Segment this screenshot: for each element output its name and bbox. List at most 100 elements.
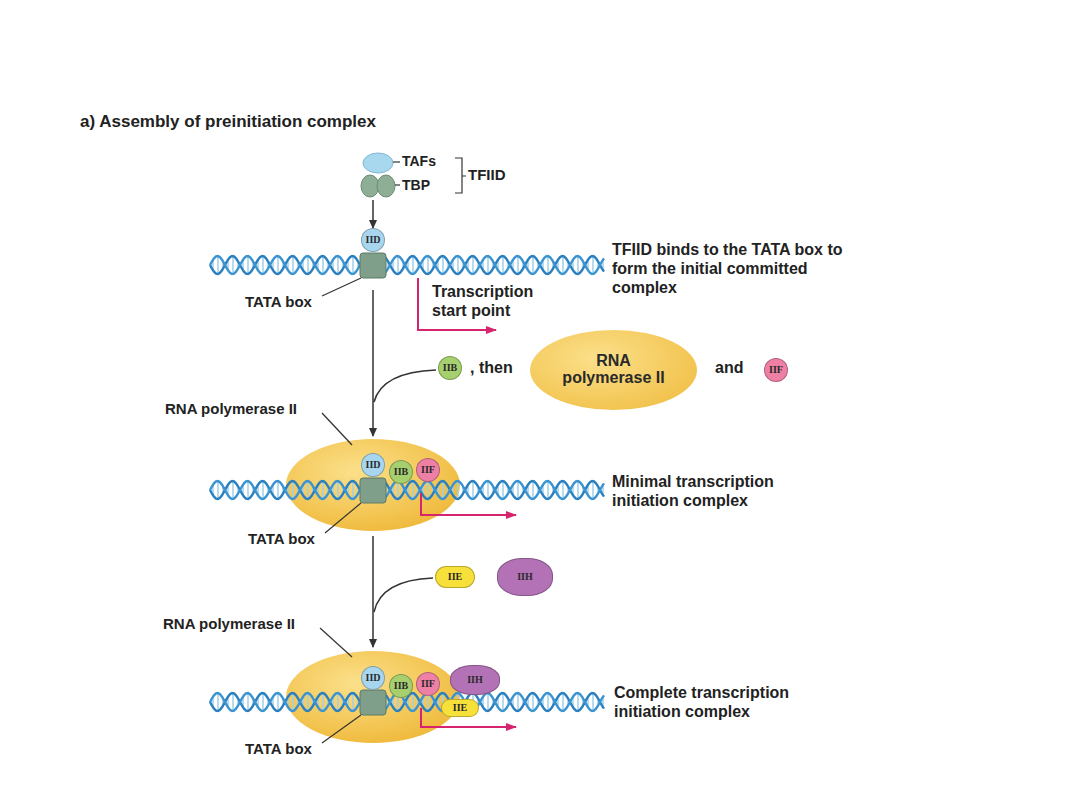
assembly-arrow xyxy=(373,200,436,647)
factor-circle: IIB xyxy=(389,674,413,698)
tbp-blob xyxy=(361,175,379,197)
base-pair xyxy=(427,481,429,499)
annotation-label: TBP xyxy=(402,177,430,194)
base-pair xyxy=(232,256,234,274)
base-pair xyxy=(247,481,249,499)
base-pair xyxy=(487,481,489,499)
factor-circle: IID xyxy=(361,228,385,252)
factor-circle: IIH xyxy=(450,665,500,695)
annotation-label: TATA box xyxy=(245,740,312,758)
base-pair xyxy=(427,256,429,274)
base-pair xyxy=(502,693,504,711)
base-pair xyxy=(577,256,579,274)
base-pair xyxy=(262,256,264,274)
base-pair xyxy=(592,256,594,274)
base-pair xyxy=(517,481,519,499)
base-pair xyxy=(547,481,549,499)
node-text: IID xyxy=(365,460,380,471)
factor-circle: IIB xyxy=(389,460,413,484)
node-text: IIE xyxy=(448,572,462,583)
node-text: IID xyxy=(365,673,380,684)
base-pair xyxy=(277,256,279,274)
base-pair xyxy=(322,256,324,274)
base-pair xyxy=(547,693,549,711)
annotation-label: RNA polymerase II xyxy=(163,615,295,633)
base-pair xyxy=(487,256,489,274)
base-pair xyxy=(337,693,339,711)
tbp-blob xyxy=(377,175,395,197)
base-pair xyxy=(457,481,459,499)
factor-circle: IIF xyxy=(764,358,788,382)
base-pair xyxy=(547,256,549,274)
annotation-label: TATA box xyxy=(248,530,315,548)
annotation-label: Minimal transcription initiation complex xyxy=(612,472,844,510)
annotation-label: , then xyxy=(470,358,513,377)
base-pair xyxy=(472,481,474,499)
base-pair xyxy=(232,481,234,499)
base-pair xyxy=(562,693,564,711)
base-pair xyxy=(517,693,519,711)
base-pair xyxy=(247,693,249,711)
node-text: IIH xyxy=(517,572,533,583)
base-pair xyxy=(322,693,324,711)
base-pair xyxy=(217,693,219,711)
factor-circle: IIH xyxy=(497,558,553,596)
dna-strand xyxy=(210,481,604,499)
node-text: IIE xyxy=(453,703,467,714)
node-text: IIB xyxy=(443,363,457,374)
taf-blob xyxy=(363,153,393,173)
dna-strand xyxy=(210,481,604,499)
base-pair xyxy=(292,481,294,499)
leader-lines xyxy=(320,158,466,743)
base-pair xyxy=(307,481,309,499)
node-text: IIF xyxy=(769,365,783,376)
base-pair xyxy=(352,256,354,274)
base-pair xyxy=(412,256,414,274)
base-pair xyxy=(442,481,444,499)
base-pair xyxy=(232,693,234,711)
factor-circle: IIE xyxy=(435,566,475,588)
node-text: IIH xyxy=(467,675,483,686)
annotation-label: RNA polymerase II xyxy=(165,400,297,418)
base-pair xyxy=(397,256,399,274)
base-pair xyxy=(412,693,414,711)
base-pair xyxy=(352,693,354,711)
factor-circle: IIB xyxy=(438,356,462,380)
base-pair xyxy=(262,693,264,711)
base-pair xyxy=(277,481,279,499)
annotation-label: TFIID xyxy=(468,166,506,184)
dna-strand xyxy=(210,256,604,274)
base-pair xyxy=(217,256,219,274)
base-pair xyxy=(472,256,474,274)
annotation-label: and xyxy=(715,358,743,377)
base-pair xyxy=(292,693,294,711)
factor-circle: IIE xyxy=(441,699,479,717)
factor-circle: IID xyxy=(361,666,385,690)
base-pair xyxy=(307,693,309,711)
tbp-on-dna xyxy=(360,253,386,715)
base-pair xyxy=(517,256,519,274)
annotation-label: Transcription start point xyxy=(432,282,572,320)
base-pair xyxy=(532,481,534,499)
base-pair xyxy=(307,256,309,274)
base-pair xyxy=(562,481,564,499)
base-pair xyxy=(502,481,504,499)
base-pair xyxy=(502,256,504,274)
dna-strand xyxy=(210,256,604,274)
factor-circle: IIF xyxy=(416,672,440,696)
base-pair xyxy=(262,481,264,499)
annotation-label: TAFs xyxy=(402,153,436,170)
base-pair xyxy=(337,481,339,499)
dna-helix xyxy=(210,256,604,711)
rna-polymerase-ellipse: RNA polymerase II xyxy=(530,330,697,410)
base-pair xyxy=(322,481,324,499)
base-pair xyxy=(562,256,564,274)
panel-title: a) Assembly of preinitiation complex xyxy=(80,112,376,132)
base-pair xyxy=(442,256,444,274)
node-text: IIB xyxy=(394,467,408,478)
factor-circle: IIF xyxy=(416,458,440,482)
base-pair xyxy=(487,693,489,711)
node-text: IIB xyxy=(394,681,408,692)
base-pair xyxy=(532,693,534,711)
